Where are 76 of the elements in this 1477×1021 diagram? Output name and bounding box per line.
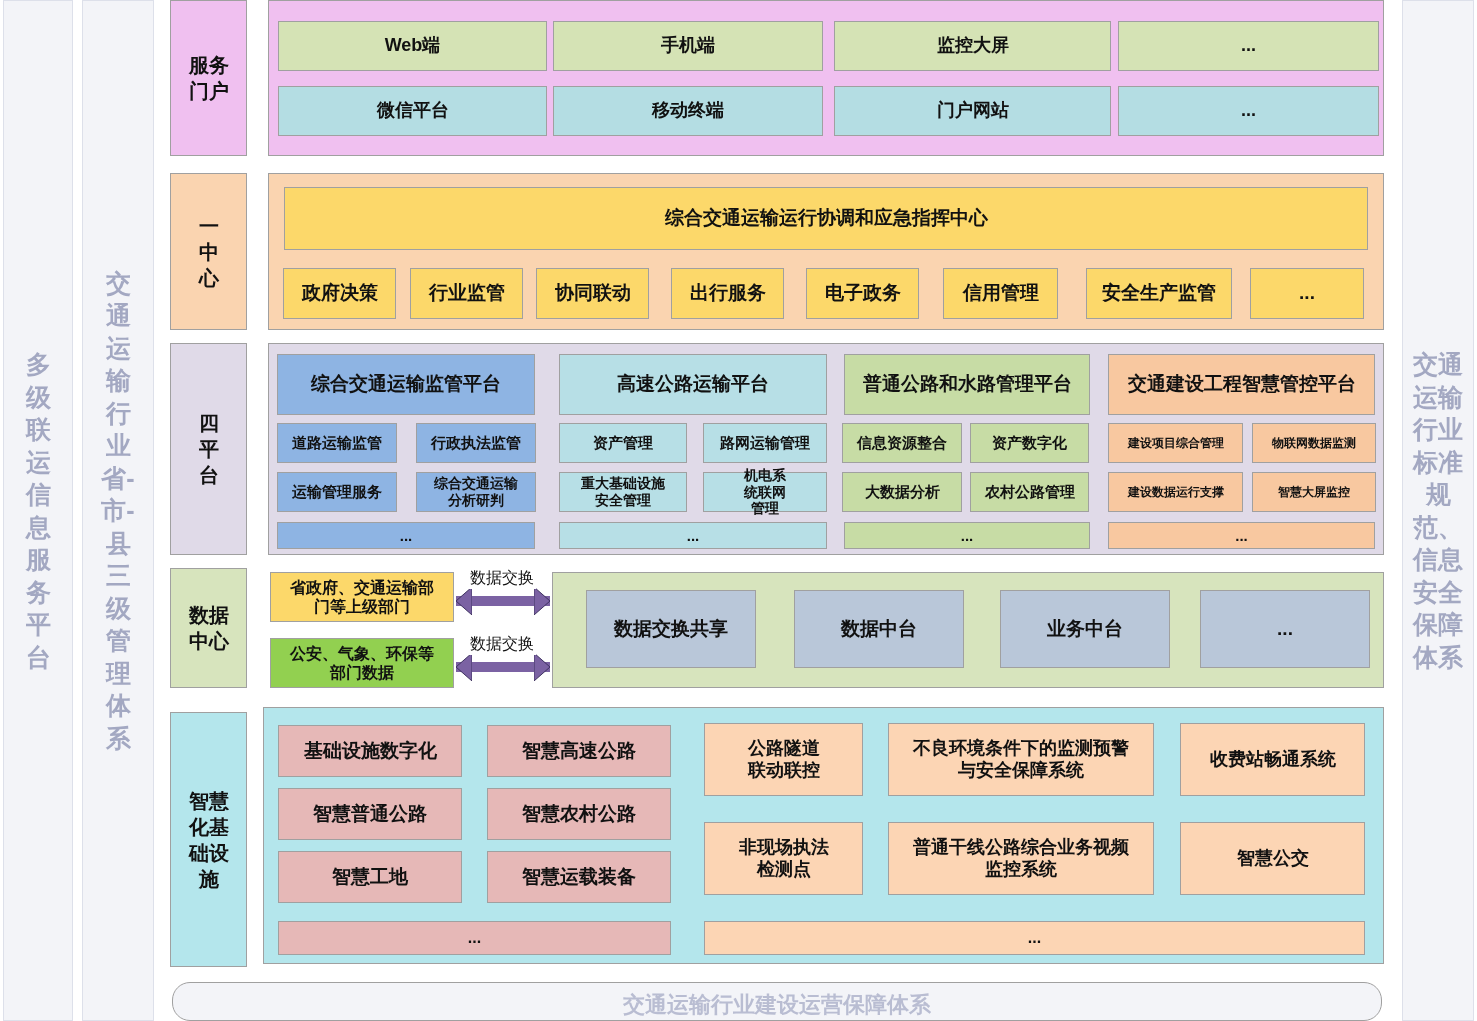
module-box: 不良环境条件下的监测预警与安全保障系统 (888, 723, 1154, 796)
module-box: 门户网站 (834, 86, 1111, 136)
module-box: ... (278, 921, 671, 955)
module-box: 数据中台 (794, 590, 964, 668)
module-box: 移动终端 (553, 86, 823, 136)
layer-panel (268, 343, 1384, 555)
module-box: 智慧普通公路 (278, 788, 462, 840)
module-box: 资产管理 (559, 423, 687, 463)
module-box: Web端 (278, 21, 547, 71)
module-box: 行政执法监管 (416, 423, 536, 463)
module-box: 非现场执法检测点 (704, 822, 863, 895)
module-box: 智慧高速公路 (487, 725, 671, 777)
module-box: 普通公路和水路管理平台 (844, 354, 1090, 415)
module-box: 收费站畅通系统 (1180, 723, 1365, 796)
module-box: ... (277, 522, 535, 549)
module-box: ... (559, 522, 827, 549)
module-box: 智慧大屏监控 (1252, 472, 1376, 512)
side-band: 交通运输行业标准规范、信息安全保障体系 (1402, 0, 1474, 1021)
module-box: 协同联动 (536, 268, 649, 319)
module-box: ... (1108, 522, 1375, 549)
module-box: 基础设施数字化 (278, 725, 462, 777)
bottom-band: 交通运输行业建设运营保障体系 (172, 982, 1382, 1021)
module-box: ... (1250, 268, 1364, 319)
module-box: 道路运输监管 (277, 423, 397, 463)
layer-label: 智慧化基础设施 (170, 712, 247, 967)
module-box: 智慧工地 (278, 851, 462, 903)
module-box: 行业监管 (410, 268, 523, 319)
side-band: 多级联运信息服务平台 (3, 0, 73, 1021)
module-box: 业务中台 (1000, 590, 1170, 668)
layer-label: 四平台 (170, 343, 247, 555)
layer-panel (268, 173, 1384, 330)
module-box: 综合交通运输运行协调和应急指挥中心 (284, 187, 1368, 250)
module-box: ... (1118, 86, 1379, 136)
side-band: 交通运输行业省-市-县三级管理体系 (82, 0, 154, 1021)
module-box: 公路隧道联动联控 (704, 723, 863, 796)
layer-panel (552, 572, 1384, 688)
module-box: 微信平台 (278, 86, 547, 136)
module-box: 公安、气象、环保等部门数据 (270, 638, 454, 688)
module-box: 交通建设工程智慧管控平台 (1108, 354, 1375, 415)
module-box: ... (844, 522, 1090, 549)
module-box: 政府决策 (283, 268, 396, 319)
module-box: ... (1200, 590, 1370, 668)
module-box: ... (704, 921, 1365, 955)
module-box: 智慧公交 (1180, 822, 1365, 895)
module-box: 重大基础设施安全管理 (559, 472, 687, 512)
edge-label: 数据交换 (468, 634, 536, 655)
module-box: 监控大屏 (834, 21, 1111, 71)
module-box: 电子政务 (806, 268, 919, 319)
module-box: 普通干线公路综合业务视频监控系统 (888, 822, 1154, 895)
module-box: 大数据分析 (842, 472, 962, 512)
module-box: 智慧运载装备 (487, 851, 671, 903)
module-box: 综合交通运输监管平台 (277, 354, 535, 415)
edge-label: 数据交换 (468, 568, 536, 589)
module-box: 建设数据运行支撑 (1108, 472, 1243, 512)
module-box: ... (1118, 21, 1379, 71)
layer-label: 数据中心 (170, 568, 247, 688)
module-box: 信息资源整合 (842, 423, 962, 463)
module-box: 农村公路管理 (970, 472, 1089, 512)
layer-panel (263, 707, 1384, 964)
module-box: 高速公路运输平台 (559, 354, 827, 415)
module-box: 路网运输管理 (703, 423, 827, 463)
module-box: 省政府、交通运输部门等上级部门 (270, 572, 454, 622)
layer-label: 服务门户 (170, 0, 247, 156)
layer-label: 一中心 (170, 173, 247, 330)
module-box: 出行服务 (671, 268, 784, 319)
module-box: 综合交通运输分析研判 (416, 472, 536, 512)
module-box: 运输管理服务 (277, 472, 397, 512)
module-box: 安全生产监管 (1086, 268, 1232, 319)
module-box: 资产数字化 (970, 423, 1089, 463)
module-box: 智慧农村公路 (487, 788, 671, 840)
layer-panel (268, 0, 1384, 156)
module-box: 数据交换共享 (586, 590, 756, 668)
module-box: 物联网数据监测 (1252, 423, 1376, 463)
module-box: 建设项目综合管理 (1108, 423, 1243, 463)
module-box: 信用管理 (943, 268, 1058, 319)
module-box: 手机端 (553, 21, 823, 71)
